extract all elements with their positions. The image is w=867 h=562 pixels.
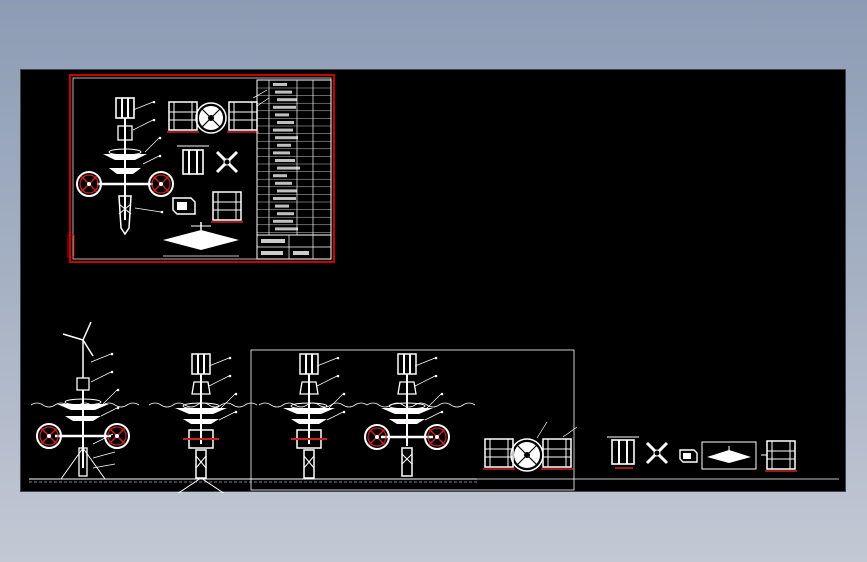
parts-row-text-mark <box>277 143 291 147</box>
assembly-view-3[interactable] <box>283 354 346 478</box>
sheet-rotor-detail-1 <box>166 101 200 133</box>
sheet-margin-tab <box>67 234 75 258</box>
parts-list-rows <box>257 83 331 233</box>
sheet-border <box>69 74 335 263</box>
parts-row-text-mark <box>275 181 292 185</box>
parts-row-text-mark <box>273 151 290 155</box>
cross-detail-bottom[interactable] <box>645 441 669 465</box>
assembly-view-1-wind-turbine[interactable] <box>36 321 130 480</box>
selection-window[interactable] <box>250 349 575 491</box>
parts-row-text-mark <box>275 136 298 140</box>
assembly-view-2[interactable] <box>175 354 238 493</box>
disc-detail-bottom[interactable] <box>510 421 548 472</box>
sheet-disc-detail <box>195 102 227 134</box>
parts-row-text-mark <box>275 159 295 162</box>
sheet-main-elevation <box>76 97 174 236</box>
parts-row-text-mark <box>273 128 293 132</box>
parts-row-text-mark <box>277 189 297 193</box>
parts-row-text-mark <box>273 83 287 86</box>
parts-row-text-mark <box>273 174 287 178</box>
sheet-float-section <box>163 222 239 257</box>
water-surface-3 <box>258 402 368 408</box>
sheet-box-detail <box>172 197 196 215</box>
parts-list-table <box>256 79 332 236</box>
assembly-view-4[interactable] <box>364 353 450 477</box>
parts-row-text-mark <box>273 197 296 200</box>
parts-row-text-mark <box>277 166 300 170</box>
rotor-detail-bottom-1[interactable] <box>482 438 516 470</box>
parts-row-text-mark <box>277 98 297 102</box>
cad-viewport[interactable] <box>20 69 846 493</box>
rotor-detail-bottom-2[interactable] <box>540 426 578 470</box>
parts-row-text-mark <box>275 227 298 231</box>
parts-row-text-mark <box>273 219 293 223</box>
water-surface-2 <box>148 402 258 408</box>
parts-row-text-mark <box>277 121 294 124</box>
title-block <box>256 234 332 260</box>
parts-row-text-mark <box>275 113 289 117</box>
sheet-rotor-detail-2 <box>226 89 270 133</box>
sheet-rotor-detail-3 <box>177 145 209 175</box>
ground-line <box>29 478 839 483</box>
sheet-cross-detail <box>215 150 239 174</box>
parts-row-text-mark <box>277 212 294 216</box>
parts-row-text-mark <box>275 90 292 94</box>
drawing-canvas <box>29 74 839 493</box>
box-detail-bottom[interactable] <box>679 449 698 463</box>
rotor-detail-bottom-4[interactable] <box>761 440 798 472</box>
rotor-detail-bottom-3[interactable] <box>607 436 639 469</box>
float-section-bottom[interactable] <box>701 441 757 470</box>
sheet-rotor-detail-4 <box>210 191 244 223</box>
parts-row-text-mark <box>275 204 289 208</box>
parts-row-text-mark <box>273 105 296 109</box>
drawing-sheet[interactable] <box>67 74 335 263</box>
